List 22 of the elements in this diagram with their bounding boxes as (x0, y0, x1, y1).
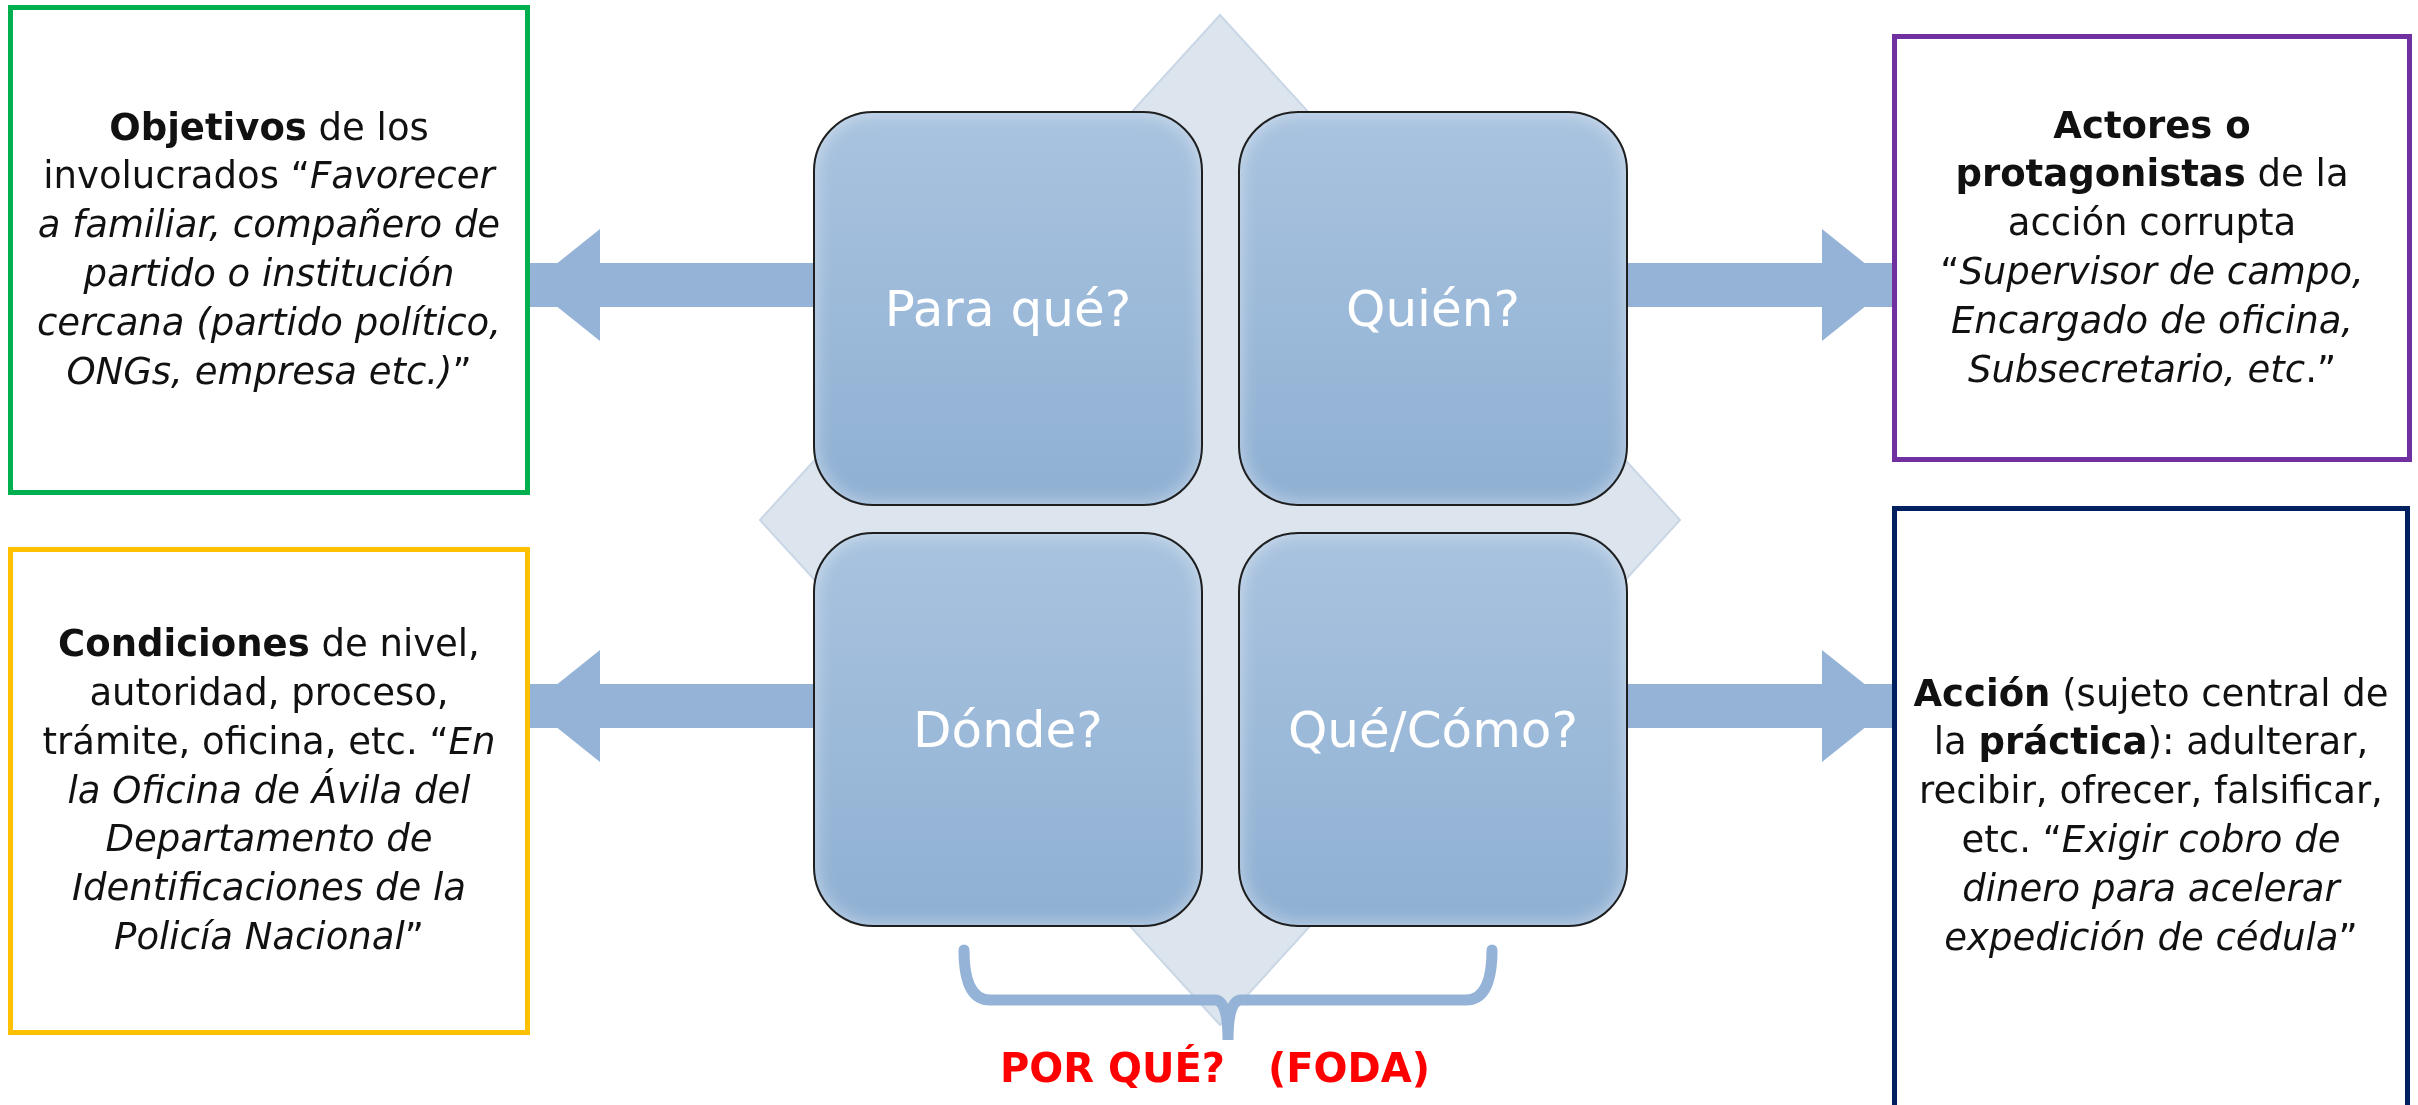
description-text: Actores o protagonistas de la acción corrupta “Supervisor de campo, Encargado de oficina, Subsecretario, etc.” (1939, 102, 2365, 393)
text-box (8, 547, 530, 1035)
question-tile (813, 111, 1203, 506)
question-tile (1238, 111, 1628, 506)
question-text: Dónde? (913, 700, 1103, 759)
block-arrow (530, 650, 813, 762)
description-text: Condiciones de nivel, autoridad, proceso, trámite, oficina, etc. “En la Oficina de Ávila del Departamento de Identificaciones de la Policía Nacional” (41, 621, 497, 961)
question-tile (1238, 532, 1628, 927)
block-arrow (1628, 650, 1892, 762)
text-box (1892, 34, 2412, 462)
question-text: Qué/Cómo? (1288, 700, 1578, 759)
brace-label: (FODA) (1268, 1045, 1431, 1091)
block-arrow (530, 229, 813, 341)
block-arrow (1628, 229, 1892, 341)
text-box (8, 5, 530, 495)
text-box (1892, 506, 2410, 1105)
description-text: Acción (sujeto central de la práctica): adulterar, recibir, ofrecer, falsificar, etc. “Exigir cobro de dinero para acelerar expedición de cédula” (1912, 670, 2390, 961)
question-tile (813, 532, 1203, 927)
question-text: Para qué? (884, 279, 1132, 338)
description-text: Objetivos de los involucrados “Favorecer a familiar, compañero de partido o institución cercana (partido político, ONGs, empresa etc.)” (36, 104, 502, 395)
question-text: Quién? (1346, 279, 1520, 338)
brace-label: POR QUÉ? (1000, 1045, 1226, 1091)
